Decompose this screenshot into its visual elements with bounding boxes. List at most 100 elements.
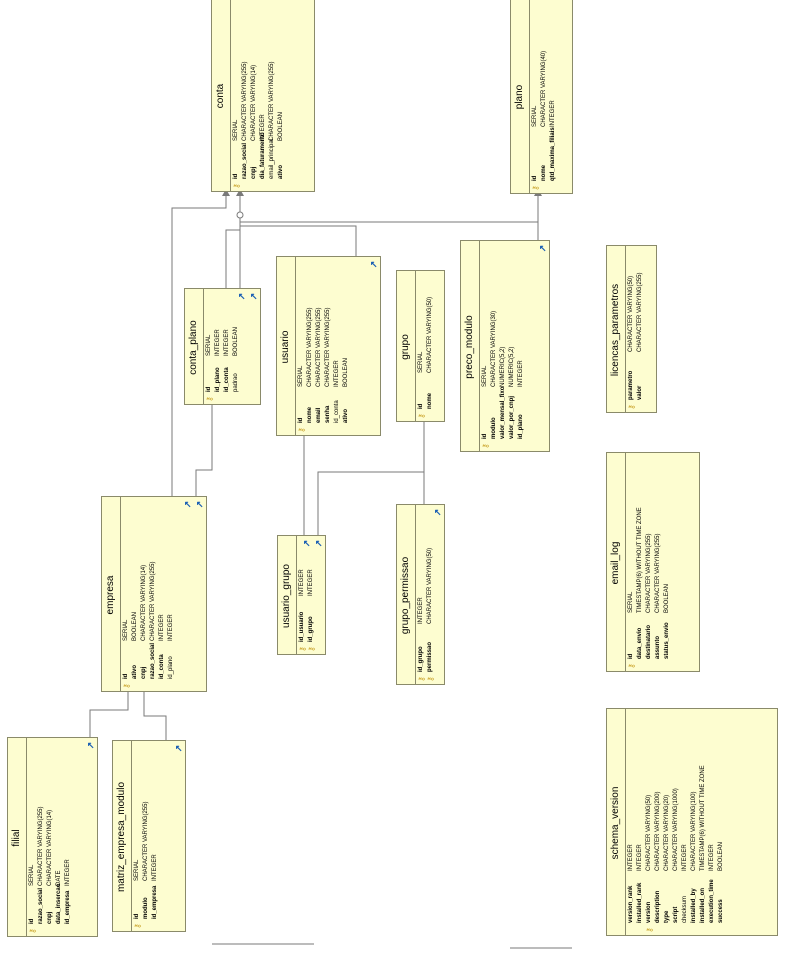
key-icon: ⚷ [133,923,142,929]
column-type: INTEGER [215,329,221,356]
table-title-strip: conta [212,0,231,191]
column-name: installed_by [691,888,697,923]
column-type: CHARACTER VARYING(255) [150,561,156,641]
column-type: CHARACTER VARYING(255) [269,61,275,141]
foreign-key-icon: ↗ [194,500,205,509]
column-type: BOOLEAN [664,583,670,613]
column-name: modulo [143,897,149,919]
table-title-strip: usuario [277,257,296,435]
column-name: id_grupo [308,616,314,642]
column-name: execution_time [709,879,715,923]
column-name: razao_social [242,142,248,179]
column-type: CHARACTER VARYING(30) [491,310,497,387]
column-type: CHARACTER VARYING(50) [646,794,652,871]
column-name: version [646,901,652,923]
table-name: grupo [400,334,411,360]
key-icon: ⚷ [297,427,306,433]
column-type: TIMESTAMP(6) WITHOUT TIME ZONE [637,507,643,613]
column-name: id [298,417,304,423]
column-name: id [206,386,212,392]
column-type: NUMERIC(5,2) [509,346,515,387]
column-type: BOOLEAN [718,841,724,871]
